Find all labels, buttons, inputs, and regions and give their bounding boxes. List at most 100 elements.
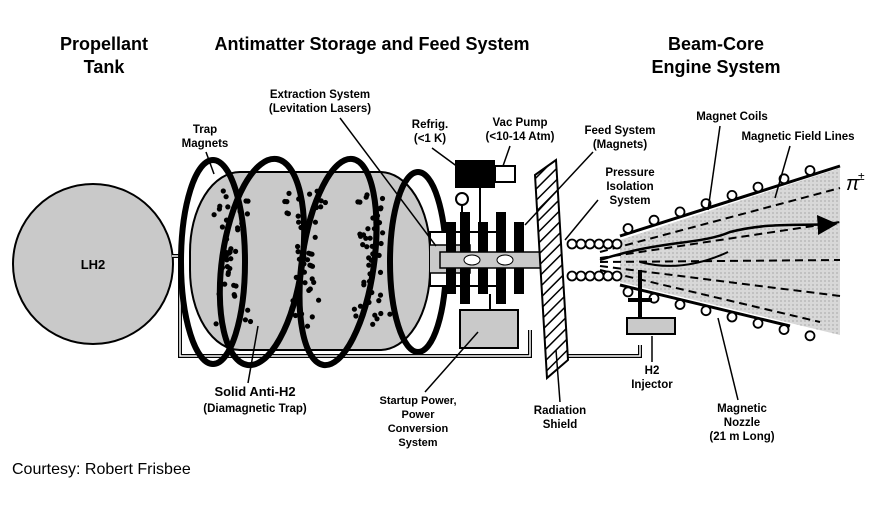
magnet-coil — [700, 305, 712, 317]
refrig-gauge — [455, 192, 469, 206]
anti-h2-pellet — [284, 199, 290, 205]
anti-h2-pellet — [312, 234, 318, 240]
anti-h2-pellet — [216, 291, 222, 297]
anti-h2-pellet — [244, 211, 250, 217]
anti-h2-pellet — [366, 255, 372, 261]
trap-magnet-ring-1 — [178, 157, 248, 367]
heading-beam-core-line1: Beam-Core — [668, 34, 764, 54]
anti-h2-pellet — [233, 283, 239, 289]
label-refrig-line1: Refrig. — [412, 119, 448, 131]
label-magnet-coils: Magnet Coils — [696, 111, 768, 123]
anti-h2-pellet — [364, 192, 370, 198]
anti-h2-pellet — [240, 224, 246, 230]
magnet-coil — [726, 311, 738, 323]
anti-h2-pellet — [387, 311, 393, 317]
anti-h2-pellet — [364, 244, 370, 250]
lh2-tank — [12, 183, 174, 345]
magnet-coil — [602, 270, 614, 282]
anti-h2-pellet — [371, 226, 377, 232]
anti-h2-pellet — [380, 230, 386, 236]
magnet-coil — [752, 317, 764, 329]
anti-h2-pellet — [225, 271, 231, 277]
anti-h2-pellet — [306, 287, 312, 293]
label-h2-injector-line2: Injector — [631, 379, 673, 391]
leader-startup — [424, 331, 479, 393]
label-nozzle-line3: (21 m Long) — [709, 431, 774, 443]
magnet-coil — [674, 299, 686, 310]
anti-h2-pellet — [316, 297, 322, 303]
label-startup-line2: Power — [401, 409, 435, 421]
label-extraction-line1: Extraction System — [270, 89, 370, 101]
anti-h2-pellet — [309, 314, 315, 320]
anti-h2-pellet — [226, 250, 232, 256]
magnet-coil — [566, 238, 578, 250]
anti-h2-pellet — [377, 205, 383, 212]
magnet-coil — [611, 238, 623, 250]
anti-h2-pellet — [374, 213, 381, 219]
anti-h2-pellet — [307, 191, 313, 197]
anti-h2-pellet — [298, 224, 304, 231]
anti-h2-pellet — [286, 190, 292, 196]
magnet-coil — [804, 165, 816, 176]
magnet-coil — [575, 270, 587, 282]
solid-anti-h2-pellets — [211, 188, 393, 329]
anti-h2-pellet — [369, 289, 375, 296]
anti-h2-pellet — [296, 196, 302, 202]
anti-h2-pellet — [377, 292, 384, 298]
label-nozzle-line2: Nozzle — [724, 417, 760, 429]
magnet-coil — [778, 324, 790, 336]
nozzle-plume — [620, 168, 840, 335]
anti-h2-pellet — [292, 312, 299, 319]
anti-h2-pellet — [211, 212, 217, 218]
anti-h2-pellet — [357, 303, 364, 309]
anti-h2-pellet — [235, 225, 241, 231]
label-diamagnetic-trap: (Diamagnetic Trap) — [203, 403, 307, 415]
anti-h2-pellet — [313, 204, 319, 211]
magnet-coil — [593, 238, 605, 250]
anti-h2-pellet — [304, 257, 311, 263]
anti-h2-pellet — [366, 262, 372, 268]
lh2-feed-line-2 — [565, 345, 642, 358]
magnet-coil — [584, 270, 596, 282]
anti-h2-pellet — [299, 311, 305, 317]
anti-h2-pellet — [376, 252, 382, 258]
anti-h2-pellet — [379, 195, 386, 202]
anti-h2-pellet — [296, 219, 302, 225]
leader-field-lines — [774, 145, 791, 199]
label-h2-injector-line1: H2 — [645, 365, 660, 377]
magnet-coil — [752, 181, 764, 193]
leader-solid-anti-h2 — [247, 325, 259, 384]
anti-h2-pellet — [219, 224, 225, 230]
anti-h2-pellet — [289, 305, 295, 311]
magnet-coil — [674, 206, 686, 218]
anti-h2-pellet — [366, 299, 372, 305]
heading-propellant-tank-line1: Propellant — [60, 34, 148, 54]
anti-h2-pellet — [233, 248, 239, 254]
anti-h2-pellet — [219, 321, 225, 327]
magnet-coil — [566, 270, 578, 282]
anti-h2-pellet — [377, 269, 384, 275]
anti-h2-pellet — [360, 242, 366, 248]
anti-h2-pellet — [295, 213, 301, 219]
leader-vac-pump — [502, 145, 511, 167]
label-feed-system-line2: (Magnets) — [593, 139, 647, 151]
anti-h2-pellet — [247, 318, 254, 325]
anti-h2-pellet — [222, 281, 228, 287]
anti-h2-pellet — [219, 265, 225, 271]
magnet-coil — [622, 223, 634, 234]
anti-h2-pellet — [322, 199, 328, 206]
label-trap-magnets-line1: Trap — [193, 124, 217, 136]
anti-h2-pellet — [369, 243, 375, 249]
magnet-coil — [611, 270, 623, 282]
anti-h2-pellet — [245, 307, 251, 313]
leader-pressure-isolation — [564, 199, 599, 241]
label-extraction-line2: (Levitation Lasers) — [269, 103, 371, 115]
label-radiation-line2: Shield — [543, 419, 578, 431]
label-pressure-isolation-line1: Pressure — [605, 167, 654, 179]
feed-tube — [439, 251, 551, 269]
magnet-coil — [804, 330, 816, 342]
anti-h2-pellet — [295, 249, 301, 255]
leader-trap-magnets — [205, 151, 215, 175]
anti-h2-pellet — [301, 254, 307, 260]
